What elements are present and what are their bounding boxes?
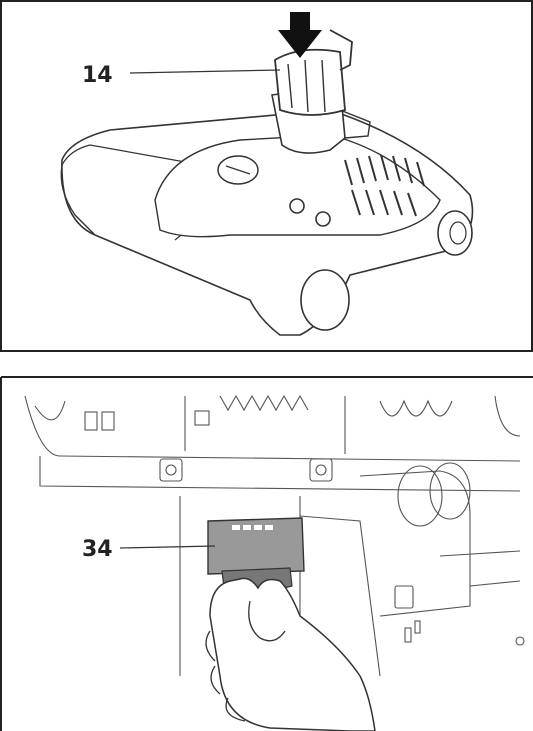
- figure-panel-top: 14: [0, 0, 533, 352]
- push-down-arrow-icon: [278, 12, 322, 58]
- callout-leader-line: [119, 545, 216, 549]
- filter-illustration: 34: [0, 376, 533, 731]
- callout-leader-line: [129, 69, 281, 74]
- callout-label: 34: [82, 537, 113, 562]
- figure-panel-bottom: 34: [0, 376, 533, 731]
- filter-icon: [207, 517, 305, 575]
- panel-frame: [0, 0, 533, 352]
- button-icon: [289, 198, 305, 214]
- button-icon: [315, 211, 331, 227]
- callout-label: 14: [82, 63, 113, 88]
- latch-cup: [274, 48, 346, 116]
- vent-grille: [344, 154, 425, 217]
- hand-icon: [209, 577, 376, 731]
- device-housing: [24, 394, 525, 677]
- nozzle-illustration: 14: [0, 0, 533, 352]
- wheel-icon: [437, 210, 473, 256]
- roller-icon: [300, 269, 350, 331]
